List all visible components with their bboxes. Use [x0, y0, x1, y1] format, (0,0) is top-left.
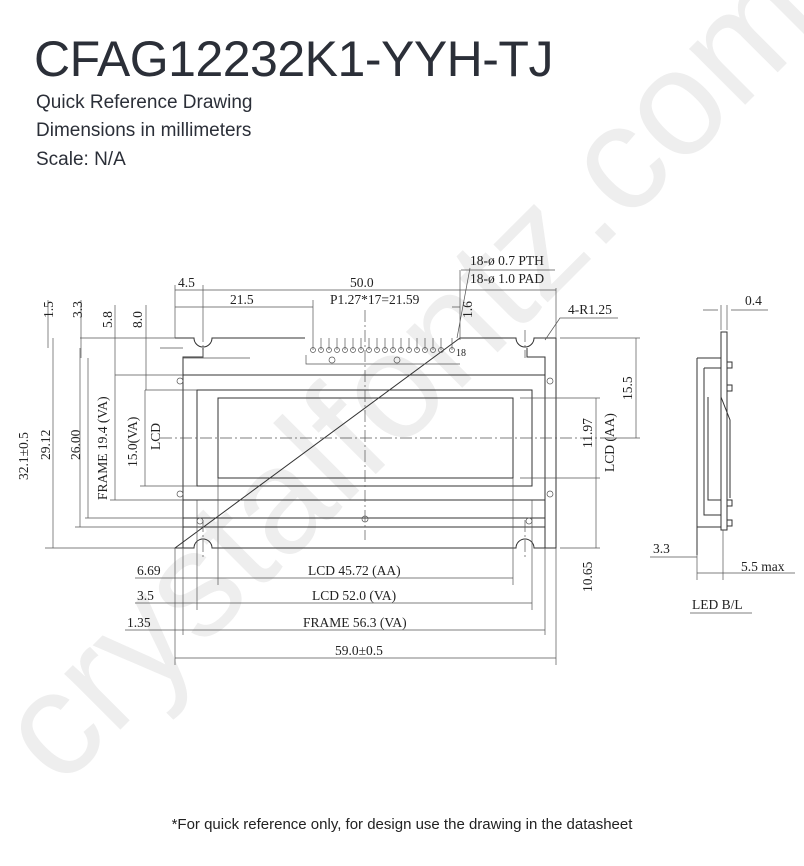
page-title: CFAG12232K1-YYH-TJ — [34, 31, 553, 87]
units-note: Dimensions in millimeters — [36, 120, 252, 141]
footer-note: *For quick reference only, for design us… — [171, 816, 633, 833]
svg-text:4-R1.25: 4-R1.25 — [568, 302, 612, 317]
svg-text:8.0: 8.0 — [130, 311, 145, 328]
svg-text:1.35: 1.35 — [127, 615, 151, 630]
left-dimensions: 1.5 3.3 5.8 8.0 32.1±0.5 29.12 26.00 FRA… — [16, 301, 163, 500]
svg-text:11.97: 11.97 — [580, 418, 595, 448]
bottom-dimensions: 6.69 LCD 45.72 (AA) 3.5 LCD 52.0 (VA) 1.… — [127, 563, 407, 658]
svg-text:0.4: 0.4 — [745, 293, 762, 308]
svg-text:21.5: 21.5 — [230, 292, 254, 307]
svg-text:LCD 52.0 (VA): LCD 52.0 (VA) — [312, 588, 396, 603]
svg-text:3.3: 3.3 — [653, 541, 670, 556]
svg-text:LED B/L: LED B/L — [692, 597, 743, 612]
svg-text:10.65: 10.65 — [580, 561, 595, 592]
svg-text:18-ø 1.0 PAD: 18-ø 1.0 PAD — [470, 271, 544, 286]
svg-text:3.3: 3.3 — [70, 301, 85, 318]
subtitle: Quick Reference Drawing — [36, 92, 253, 113]
svg-text:59.0±0.5: 59.0±0.5 — [335, 643, 383, 658]
svg-text:29.12: 29.12 — [38, 430, 53, 460]
svg-text:5.5 max: 5.5 max — [741, 559, 785, 574]
pin-row — [310, 338, 455, 353]
svg-text:LCD 45.72 (AA): LCD 45.72 (AA) — [308, 563, 401, 578]
svg-text:LCD (AA): LCD (AA) — [602, 413, 617, 472]
svg-text:15.0(VA): 15.0(VA) — [125, 417, 140, 467]
svg-text:FRAME 56.3 (VA): FRAME 56.3 (VA) — [303, 615, 407, 630]
svg-text:6.69: 6.69 — [137, 563, 161, 578]
svg-text:50.0: 50.0 — [350, 275, 374, 290]
top-dimensions: 4.5 50.0 21.5 P1.27*17=21.59 18-ø 0.7 PT… — [178, 253, 612, 359]
svg-text:32.1±0.5: 32.1±0.5 — [16, 432, 31, 480]
right-dimensions: 15.5 11.97 LCD (AA) 10.65 — [580, 376, 635, 592]
svg-text:5.8: 5.8 — [100, 311, 115, 328]
svg-text:3.5: 3.5 — [137, 588, 154, 603]
svg-text:4.5: 4.5 — [178, 275, 195, 290]
svg-text:1.5: 1.5 — [41, 301, 56, 318]
svg-text:FRAME 19.4 (VA): FRAME 19.4 (VA) — [95, 396, 110, 500]
svg-text:1.6: 1.6 — [460, 301, 475, 318]
dimension-lines — [45, 267, 640, 665]
svg-text:P1.27*17=21.59: P1.27*17=21.59 — [330, 292, 420, 307]
svg-text:18: 18 — [456, 348, 466, 359]
svg-text:18-ø 0.7 PTH: 18-ø 0.7 PTH — [470, 253, 544, 268]
scale-note: Scale: N/A — [36, 149, 126, 170]
svg-text:15.5: 15.5 — [620, 376, 635, 400]
svg-text:LCD: LCD — [148, 423, 163, 450]
side-view: 0.4 3.3 5.5 max LED B/L — [650, 293, 795, 614]
svg-text:26.00: 26.00 — [68, 429, 83, 460]
